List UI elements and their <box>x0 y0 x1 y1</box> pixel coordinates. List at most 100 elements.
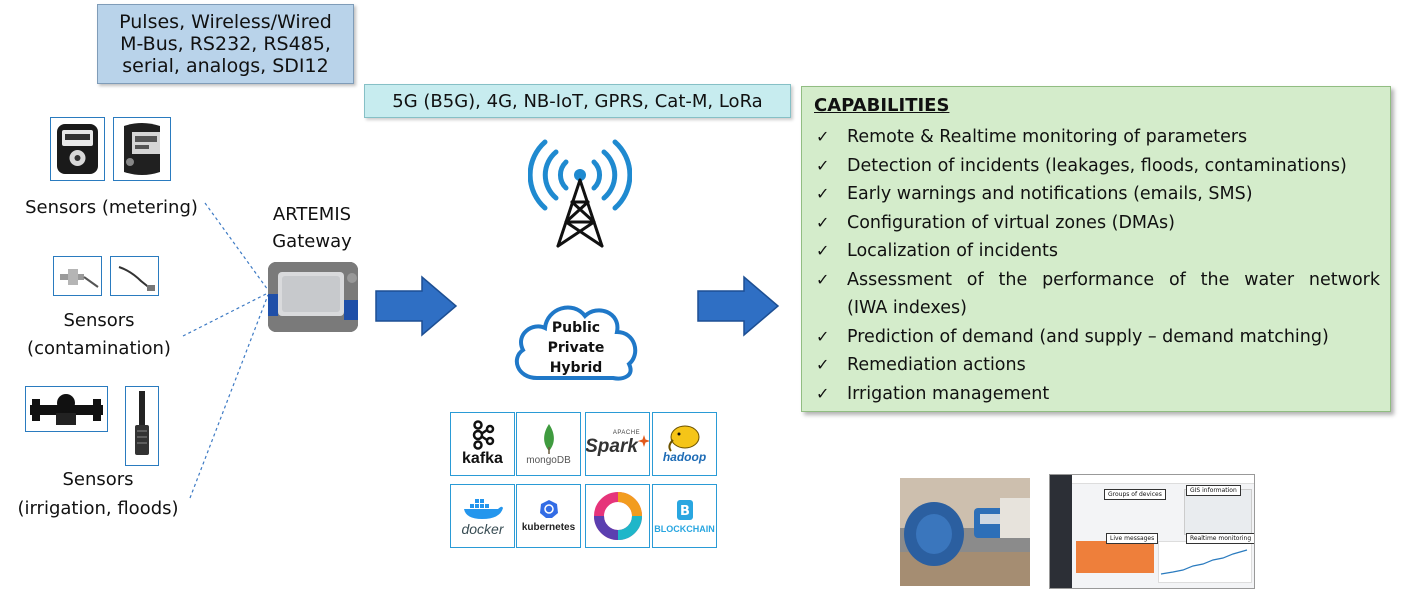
mongodb-label: mongoDB <box>526 454 571 466</box>
arrow-right-icon <box>375 275 458 337</box>
contamination-cable-sensor-image <box>110 256 159 296</box>
soil-probe-icon <box>135 391 149 455</box>
capability-item: ✓Detection of incidents (leakages, flood… <box>812 152 1380 181</box>
smart-meter-icon <box>124 123 160 175</box>
svg-text:B: B <box>680 504 690 519</box>
electric-meter-image <box>113 117 171 181</box>
protocols-box: Pulses, Wireless/Wired M-Bus, RS232, RS4… <box>97 4 354 84</box>
arrow-cloud-to-capabilities <box>697 275 780 337</box>
kafka-label: kafka <box>462 450 503 467</box>
blockchain-icon: B <box>676 499 693 520</box>
docker-label: docker <box>461 521 504 537</box>
capability-item-continuation: (IWA indexes) <box>847 298 967 318</box>
capability-item: ✓Assessment of the performance of the wa… <box>812 266 1380 295</box>
ring-logo-tile <box>585 484 650 548</box>
sensors-irrigation-label-1: Sensors <box>62 469 134 490</box>
dashboard-chart-panel <box>1158 541 1252 583</box>
capabilities-box: CAPABILITIES ✓Remote & Realtime monitori… <box>801 86 1391 412</box>
soil-probe-image <box>125 386 159 466</box>
sensors-metering-label: Sensors (metering) <box>25 197 198 218</box>
blockchain-label: BLOCKCHAIN <box>654 523 715 534</box>
installed-meter-photo-illustration <box>900 478 1030 586</box>
capability-item: ✓Early warnings and notifications (email… <box>812 180 1380 209</box>
cable-sensor-icon <box>118 266 155 291</box>
connector-irrigation <box>189 294 269 499</box>
protocols-line-2: M-Bus, RS232, RS485, <box>120 33 331 55</box>
capability-item: ✓Irrigation management <box>812 380 1380 409</box>
dashboard-sidebar <box>1050 475 1072 588</box>
capability-item: ✓Remote & Realtime monitoring of paramet… <box>812 123 1380 152</box>
hadoop-label: hadoop <box>662 450 707 464</box>
kubernetes-logo-tile: kubernetes <box>516 484 581 548</box>
docker-whale-icon <box>463 499 503 519</box>
checkmark-icon: ✓ <box>816 184 830 203</box>
kafka-icon <box>472 420 494 450</box>
capability-item: ✓Localization of incidents <box>812 237 1380 266</box>
kafka-logo-tile: kafka <box>450 412 515 476</box>
contamination-probe-image <box>53 256 102 296</box>
checkmark-icon: ✓ <box>816 326 830 346</box>
capability-item: ✓Configuration of virtual zones (DMAs) <box>812 209 1380 238</box>
protocols-line-1: Pulses, Wireless/Wired <box>119 11 332 33</box>
checkmark-icon: ✓ <box>816 269 830 289</box>
cloud-label-public: Public <box>551 320 601 336</box>
blockchain-logo-tile: B BLOCKCHAIN <box>652 484 717 548</box>
dashboard-topbar <box>1072 475 1254 484</box>
spark-star-icon <box>637 435 649 447</box>
checkmark-icon: ✓ <box>816 383 830 403</box>
sensor-connector-lines <box>182 202 269 499</box>
dashboard-realtime-callout: Realtime monitoring <box>1186 533 1254 544</box>
water-meter-image <box>50 117 105 181</box>
water-meter-icon <box>57 124 98 174</box>
sensors-contamination-label-1: Sensors <box>63 310 135 331</box>
sensors-contamination-label-2: (contamination) <box>27 338 171 359</box>
arrow-right-icon <box>697 275 780 337</box>
dashboard-gis-callout: GIS information <box>1186 485 1241 496</box>
sensors-irrigation-label-2: (irrigation, floods) <box>17 498 179 519</box>
mongodb-logo-tile: mongoDB <box>516 412 581 476</box>
installed-meter-photo <box>900 478 1030 586</box>
capabilities-list: ✓Remote & Realtime monitoring of paramet… <box>812 123 1380 408</box>
docker-logo-tile: docker <box>450 484 515 548</box>
dashboard-groups-callout: Groups of devices <box>1104 489 1166 500</box>
flow-meter-icon <box>30 394 103 425</box>
cloud-label-hybrid: Hybrid <box>549 360 603 376</box>
cloud-icon <box>514 305 638 381</box>
protocols-line-3: serial, analogs, SDI12 <box>122 55 329 77</box>
flow-meter-image <box>25 386 108 432</box>
probe-icon <box>60 269 99 288</box>
connector-contamination <box>182 292 269 337</box>
network-technologies-box: 5G (B5G), 4G, NB-IoT, GPRS, Cat-M, LoRa <box>364 84 791 118</box>
dashboard-live-panel <box>1076 541 1154 573</box>
dashboard-screenshot: Groups of devices GIS information Live m… <box>1049 474 1255 589</box>
capability-item: ✓Remediation actions <box>812 351 1380 380</box>
gateway-device-image <box>268 262 358 332</box>
capability-item: ✓Prediction of demand (and supply – dema… <box>812 323 1380 352</box>
spark-logo-tile: APACHE Spark <box>585 412 650 476</box>
checkmark-icon: ✓ <box>816 355 830 374</box>
realtime-chart-icon <box>1160 549 1248 575</box>
checkmark-icon: ✓ <box>816 155 830 175</box>
cloud-label-private: Private <box>547 340 605 356</box>
kubernetes-helm-icon <box>539 500 558 518</box>
gateway-label-1: ARTEMIS <box>272 204 352 225</box>
cloud-labels: Public Private Hybrid <box>527 318 625 378</box>
hadoop-elephant-icon <box>667 425 699 452</box>
cell-tower-icon <box>528 139 632 248</box>
network-technologies-label: 5G (B5G), 4G, NB-IoT, GPRS, Cat-M, LoRa <box>392 90 763 112</box>
checkmark-icon: ✓ <box>816 241 830 260</box>
arrow-gateway-to-cloud <box>375 275 458 337</box>
mongodb-leaf-icon <box>543 423 554 454</box>
dashboard-live-callout: Live messages <box>1106 533 1159 544</box>
ring-logo-icon <box>593 492 642 540</box>
kubernetes-label: kubernetes <box>521 522 576 533</box>
spark-label: Spark <box>585 436 638 457</box>
gateway-label-2: Gateway <box>272 231 352 252</box>
spark-wordmark: Spark <box>585 435 649 458</box>
hadoop-logo-tile: hadoop <box>652 412 717 476</box>
checkmark-icon: ✓ <box>816 212 830 232</box>
gateway-device-icon <box>268 262 358 332</box>
checkmark-icon: ✓ <box>816 127 830 146</box>
spark-prefix-label: APACHE <box>612 430 641 436</box>
capabilities-title: CAPABILITIES <box>814 95 950 116</box>
